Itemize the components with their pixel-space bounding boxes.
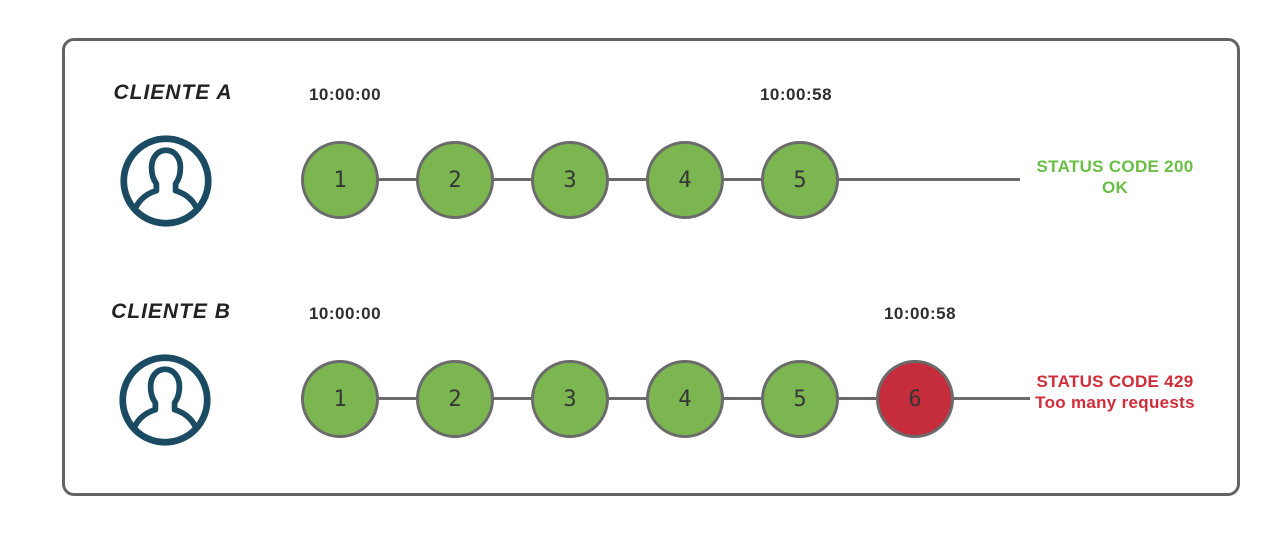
request-circle-b-2: 2 (416, 360, 494, 438)
client-a-avatar (118, 133, 214, 229)
client-b-avatar (117, 352, 213, 448)
request-circle-b-6: 6 (876, 360, 954, 438)
diagram-frame (62, 38, 1240, 496)
status-b-message: Too many requests (1035, 393, 1195, 412)
timestamp-a-start: 10:00:00 (308, 85, 382, 104)
request-circle-a-5: 5 (761, 141, 839, 219)
status-a-message: OK (1101, 178, 1129, 197)
user-avatar-icon (120, 135, 212, 227)
status-b: STATUS CODE 429 Too many requests (1020, 371, 1210, 413)
status-a: STATUS CODE 200 OK (1024, 156, 1206, 198)
request-circle-a-3: 3 (531, 141, 609, 219)
request-circle-b-4: 4 (646, 360, 724, 438)
timestamp-b-start: 10:00:00 (308, 304, 382, 323)
status-b-code: STATUS CODE 429 (1036, 372, 1194, 391)
request-circle-b-3: 3 (531, 360, 609, 438)
client-b-label: CLIENTE B (111, 300, 231, 323)
request-circle-a-4: 4 (646, 141, 724, 219)
user-avatar-icon (119, 354, 211, 446)
request-circle-b-1: 1 (301, 360, 379, 438)
timestamp-a-end: 10:00:58 (759, 85, 833, 104)
client-a-label: CLIENTE A (113, 81, 233, 104)
request-circle-a-1: 1 (301, 141, 379, 219)
status-a-code: STATUS CODE 200 (1036, 157, 1194, 176)
request-circle-b-5: 5 (761, 360, 839, 438)
request-circle-a-2: 2 (416, 141, 494, 219)
timestamp-b-end: 10:00:58 (883, 304, 957, 323)
